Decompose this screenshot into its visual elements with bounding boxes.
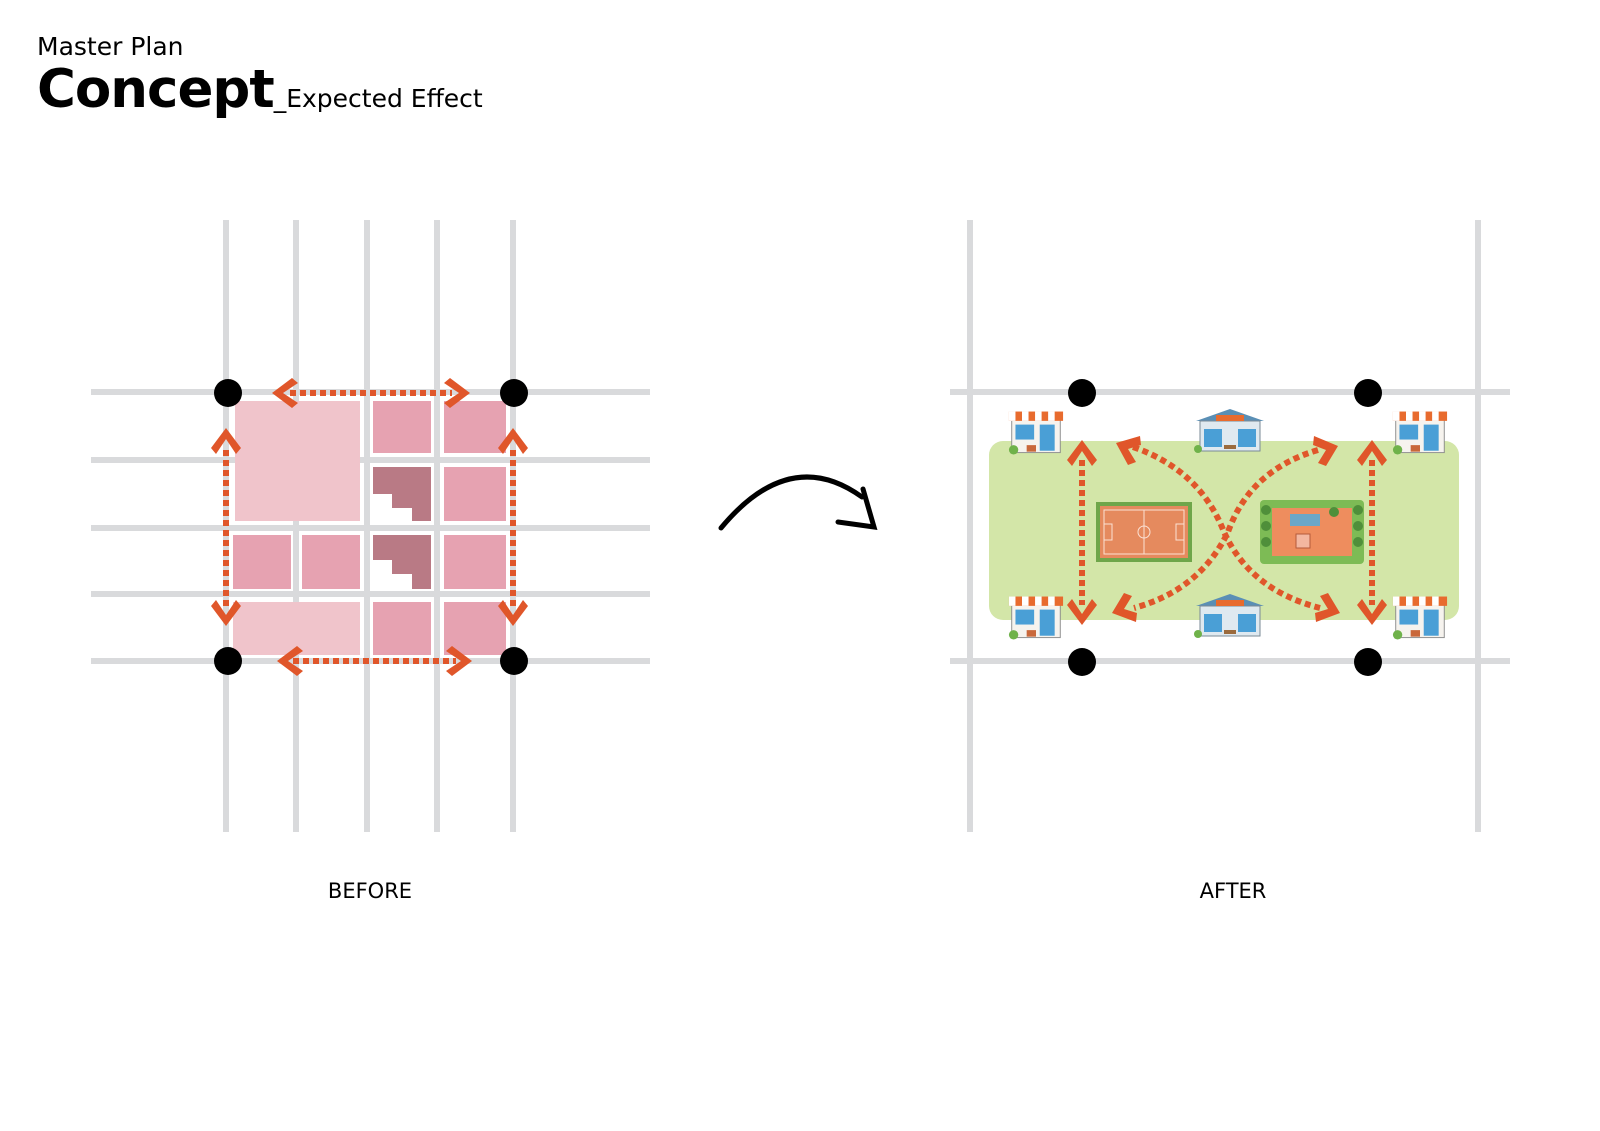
- arrow-head-down-right-icon: [1315, 593, 1340, 622]
- before-perimeter-arrows: [211, 378, 528, 676]
- stepped-block: [373, 467, 431, 521]
- arrow-head-left-icon: [277, 646, 303, 676]
- stepped-block: [373, 535, 431, 589]
- intersection-node: [1068, 648, 1096, 676]
- after-arrow-heads: [1067, 436, 1387, 625]
- before-panel: [91, 220, 650, 832]
- intersection-node: [214, 379, 242, 407]
- intersection-node: [1354, 648, 1382, 676]
- garden-plaza-icon: [1260, 500, 1364, 564]
- arrow-head-down-icon: [1357, 599, 1387, 625]
- intersection-node: [1354, 379, 1382, 407]
- arrow-head-down-left-icon: [1112, 593, 1137, 622]
- arrow-head-up-icon: [1067, 440, 1097, 466]
- arrow-head-left-icon: [272, 378, 298, 408]
- arrow-head-right-icon: [444, 378, 470, 408]
- after-nodes: [1068, 379, 1382, 676]
- block: [233, 535, 291, 589]
- arrow-head-up-icon: [498, 428, 528, 454]
- intersection-node: [214, 647, 242, 675]
- dotted-path: [1133, 447, 1319, 611]
- after-road-grid: [950, 220, 1510, 832]
- storefront-icon: [1008, 411, 1064, 455]
- block: [444, 535, 506, 589]
- page-title-line: Concept_Expected Effect: [37, 60, 483, 120]
- before-nodes: [214, 379, 528, 675]
- cafe-icon: [1193, 408, 1265, 454]
- block: [373, 602, 431, 655]
- arrow-head-right-icon: [446, 646, 472, 676]
- arrow-head-up-left-icon: [1116, 436, 1141, 465]
- storefront-icon: [1392, 411, 1448, 455]
- large-block: [235, 401, 360, 521]
- page-subtitle: Master Plan: [37, 32, 184, 61]
- page-title-suffix: _Expected Effect: [273, 84, 483, 113]
- block: [444, 467, 506, 521]
- before-blocks: [233, 401, 506, 655]
- page-title: Concept: [37, 59, 275, 120]
- intersection-node: [1068, 379, 1096, 407]
- before-road-grid: [91, 220, 650, 832]
- storefront-icon: [1008, 596, 1064, 640]
- after-circulation-arrows: [1079, 444, 1375, 611]
- after-caption: AFTER: [1199, 879, 1267, 903]
- after-panel: [950, 220, 1510, 832]
- arrow-head-up-icon: [211, 428, 241, 454]
- sports-court-icon: [1096, 502, 1192, 562]
- block: [302, 535, 360, 589]
- arrow-head-down-icon: [1067, 599, 1097, 625]
- arrow-head-up-icon: [1357, 440, 1387, 466]
- intersection-node: [500, 647, 528, 675]
- arrow-head-down-icon: [211, 600, 241, 626]
- block: [373, 401, 431, 453]
- page-header: Master Plan Concept_Expected Effect: [37, 30, 483, 120]
- arrow-head-up-right-icon: [1313, 436, 1338, 466]
- block: [444, 401, 506, 453]
- arrow-head-down-icon: [498, 600, 528, 626]
- block: [444, 602, 506, 655]
- dotted-path: [1132, 444, 1321, 611]
- large-block: [233, 602, 360, 655]
- before-caption: BEFORE: [327, 879, 413, 903]
- park-area: [989, 441, 1459, 620]
- storefront-icon: [1392, 596, 1448, 640]
- curved-arrow-icon: [718, 474, 878, 531]
- intersection-node: [500, 379, 528, 407]
